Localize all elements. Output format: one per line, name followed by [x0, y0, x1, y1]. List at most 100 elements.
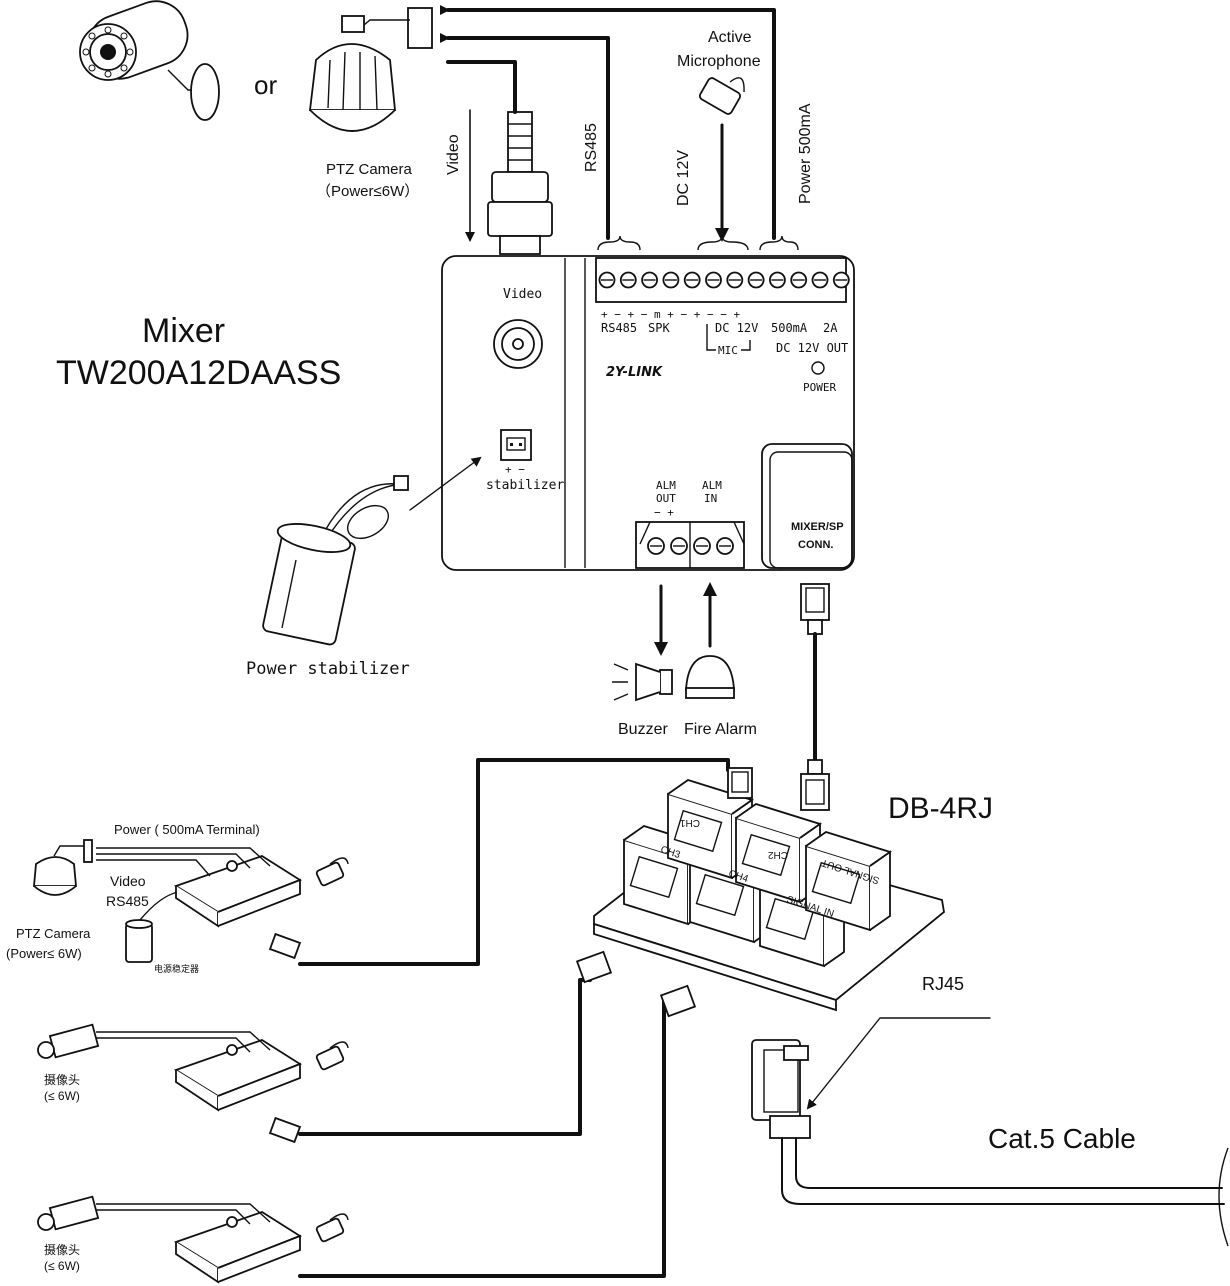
alm-in-label-1: ALM: [702, 479, 722, 492]
setup1-rs485-label: RS485: [106, 893, 149, 909]
power-wire: [440, 5, 776, 240]
rs485-port-label: RS485: [601, 321, 637, 335]
cable-break-mark: [1218, 1147, 1229, 1247]
terminal-screw-icon: [598, 271, 616, 289]
terminal-block: [598, 271, 850, 289]
ptz-camera-label: PTZ Camera: [326, 161, 413, 178]
cat5-label: Cat.5 Cable: [988, 1123, 1136, 1154]
dc12v-out-label: DC 12V OUT: [776, 341, 848, 355]
microphone-icon: [698, 77, 745, 115]
spk-port-label: SPK: [648, 321, 670, 335]
alm-out-polarity: − +: [654, 506, 674, 519]
stabilizer-port: [500, 429, 532, 461]
rs485-label: RS485: [583, 123, 600, 172]
active-mic-label-1: Active: [708, 29, 752, 46]
setup1-power-label: Power ( 500mA Terminal): [114, 822, 260, 837]
conn-label-2: CONN.: [798, 539, 833, 551]
ptz-camera-setup: [33, 839, 349, 963]
power-500ma-label: Power 500mA: [797, 103, 814, 204]
conn-label-1: MIXER/SP: [791, 521, 844, 533]
setup3-camera-label: 摄像头: [44, 1242, 80, 1257]
power-led-label: POWER: [803, 381, 836, 394]
setup3-camera-power: (≤ 6W): [44, 1259, 80, 1273]
power-led-icon: [811, 361, 825, 375]
setup3-hub-plug: [659, 984, 697, 1018]
mini-camera-wires: [96, 1031, 271, 1053]
rj45-label: RJ45: [922, 974, 964, 994]
ir-camera-icon: [79, 0, 220, 121]
mini-mixer-icon: [173, 855, 302, 928]
mini-microphone-icon: [315, 1041, 349, 1071]
setup3-cable: [298, 998, 676, 1278]
terminal-screw-icon: [662, 271, 680, 289]
dc12v-label: DC 12V: [675, 150, 692, 206]
terminal-screw-icon: [619, 271, 637, 289]
or-label: or: [254, 70, 277, 100]
ptz-power-label: （Power≤6W）: [316, 183, 419, 200]
camera-setup-2: [37, 1023, 349, 1144]
terminal-screw-icon: [641, 271, 658, 289]
db4rj-hub: [593, 779, 945, 1012]
mini-camera-wires: [96, 847, 271, 877]
terminal-screw-icon: [811, 271, 829, 289]
setup1-video-label: Video: [110, 873, 146, 889]
alarm-block-tabs: [639, 521, 745, 545]
mini-microphone-icon: [315, 857, 349, 887]
mixer-box: [441, 255, 855, 571]
mini-rj45-plug-icon: [268, 1116, 302, 1144]
terminal-screw-icon: [790, 271, 808, 289]
mixer-model: TW200A12DAASS: [56, 354, 341, 392]
active-mic-label-2: Microphone: [677, 53, 761, 70]
fire-alarm-icon: [685, 655, 735, 699]
terminal-screw-icon: [683, 271, 701, 289]
rs485-wire: [440, 33, 610, 240]
terminal-screw-icon: [747, 271, 765, 289]
brace-power: [759, 235, 799, 251]
500ma-port-label: 500mA: [771, 321, 808, 335]
ptz-camera-top-icon: [308, 7, 433, 132]
cat5-cable-inner: [795, 1137, 1223, 1189]
setup1-cable: [298, 758, 730, 966]
cat5-cable-outer: [781, 1137, 1225, 1205]
mini-microphone-icon: [315, 1213, 349, 1243]
terminal-screw-icon: [769, 271, 786, 289]
rj45-jack-icon: [735, 803, 823, 904]
buzzer-icon: [612, 662, 673, 702]
terminal-screw-icon: [716, 537, 734, 555]
buzzer-label: Buzzer: [618, 721, 668, 738]
fire-alarm-label: Fire Alarm: [684, 721, 757, 738]
setup2-camera-power: (≤ 6W): [44, 1089, 80, 1103]
terminal-polarity: + − + − m + − + − − +: [601, 308, 740, 321]
video-wire: [446, 60, 517, 114]
terminal-screw-icon: [726, 271, 744, 289]
terminal-screw-icon: [832, 271, 850, 289]
hub-title: DB-4RJ: [888, 792, 993, 825]
mini-ptz-camera-icon: [33, 839, 93, 896]
video-bnc-port: [493, 319, 543, 369]
rj45-plug-hub: [800, 759, 830, 811]
rj45-pointer: [806, 1017, 991, 1110]
stabilizer-arrow: [409, 456, 482, 511]
setup1-hub-plug: [727, 767, 753, 799]
mixer-title: Mixer: [142, 312, 225, 350]
stabilizer-port-label: stabilizer: [486, 478, 564, 493]
mini-camera-wires: [96, 1203, 271, 1225]
rj45-jack-icon: [805, 831, 893, 932]
video-label: Video: [445, 134, 462, 175]
hub-ch1-label: CH1: [680, 817, 700, 828]
alm-in-label-2: IN: [704, 492, 717, 505]
brace-rs485: [597, 235, 641, 251]
mini-mixer-icon: [173, 1211, 302, 1284]
mini-box-camera-icon: [37, 1195, 100, 1231]
setup1-stabilizer-label: 电源稳定器: [154, 963, 199, 974]
setup1-ptz-power: (Power≤ 6W): [6, 946, 82, 961]
mini-stabilizer-icon: [125, 891, 179, 963]
alarm-terminal-block: [647, 537, 734, 555]
dc12v-port-label: DC 12V: [715, 321, 758, 335]
stabilizer-capacitor-icon: [262, 475, 409, 646]
terminal-screw-icon: [647, 537, 665, 555]
setup2-hub-plug: [575, 950, 613, 984]
alm-out-label-2: OUT: [656, 492, 676, 505]
